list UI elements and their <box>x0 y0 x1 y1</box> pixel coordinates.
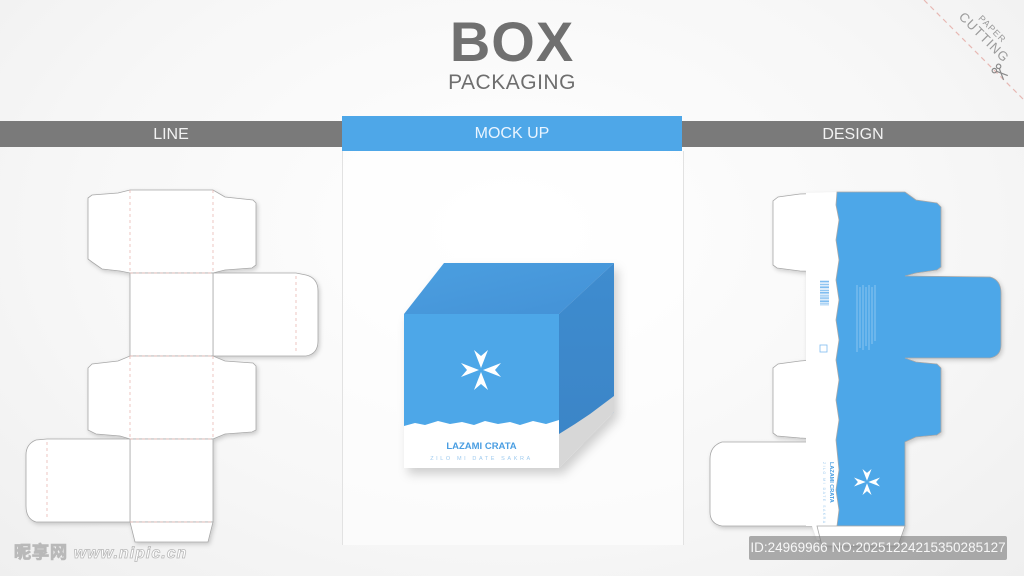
maltese-cross-icon <box>461 350 501 390</box>
page-title: BOX <box>449 10 575 73</box>
dieline-left-panel <box>25 438 131 523</box>
paper-cutting-badge <box>923 0 1024 101</box>
fold-lines <box>46 190 297 523</box>
dieline-right-panel <box>212 272 319 357</box>
design-blue-panel <box>835 191 1002 527</box>
design-white-spine <box>806 192 840 540</box>
barcode-icon <box>820 280 829 306</box>
design-maltese-cross-icon <box>854 469 880 495</box>
scissors-icon <box>991 63 1008 80</box>
tab-line[interactable]: LINE <box>153 126 189 143</box>
watermark-id: ID:24969966 NO:20251224215350285127 <box>749 536 1007 560</box>
watermark-site: 昵享网 www.nipic.cn <box>14 538 187 563</box>
mockup-tagline: ZILO MI DATE SAKRA <box>430 456 533 462</box>
tab-mockup[interactable]: MOCK UP <box>342 116 682 151</box>
watermark-site-cn: 昵享网 <box>14 543 68 563</box>
dieline-center-panel <box>129 272 214 357</box>
cube-side-bottom <box>559 396 614 468</box>
cube-front-torn-band <box>404 420 559 468</box>
design-tagline: ZILO MI DATE SAKRA <box>822 462 826 525</box>
dieline-bottom-panel <box>129 438 214 523</box>
design-brand-name: LAZAMI CRATA <box>828 462 834 503</box>
page-subtitle: PACKAGING <box>448 71 576 94</box>
design-body-text <box>856 285 876 352</box>
watermark-site-url: www.nipic.cn <box>73 545 188 563</box>
cube-top-face <box>404 263 614 314</box>
mockup-brand-name: LAZAMI CRATA <box>446 441 516 452</box>
package-symbol-icon <box>819 344 828 353</box>
cut-line <box>923 0 1024 101</box>
tab-design[interactable]: DESIGN <box>822 126 884 143</box>
design-left-side-panel <box>709 441 837 527</box>
